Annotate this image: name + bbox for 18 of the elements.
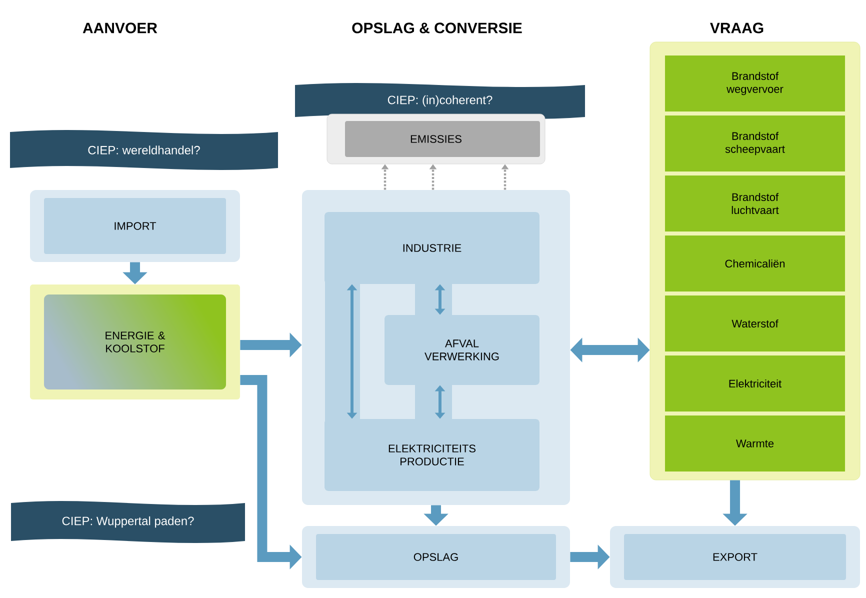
demand-box: Chemicaliën [665, 236, 845, 292]
process-box: IMPORT [30, 190, 240, 262]
process-box: OPSLAG [302, 526, 570, 588]
process-box: AFVAL VERWERKING [384, 315, 540, 385]
banner: CIEP: wereldhandel? [10, 130, 278, 170]
demand-box: Brandstof wegvervoer [665, 56, 845, 112]
demand-box: Brandstof luchtvaart [665, 176, 845, 232]
column-heading: AANVOER [82, 22, 158, 34]
demand-box: Elektriciteit [665, 356, 845, 412]
column-heading: OPSLAG & CONVERSIE [352, 22, 522, 34]
source-box: ENERGIE & KOOLSTOF [30, 284, 240, 400]
column-heading: VRAAG [710, 22, 764, 34]
demand-box: Waterstof [665, 296, 845, 352]
demand-box: Brandstof scheepvaart [665, 116, 845, 172]
banner: CIEP: Wuppertal paden? [11, 501, 245, 543]
demand-box: Warmte [665, 416, 845, 472]
process-box: EXPORT [610, 526, 860, 588]
emissions-box: EMISSIES [326, 114, 546, 164]
